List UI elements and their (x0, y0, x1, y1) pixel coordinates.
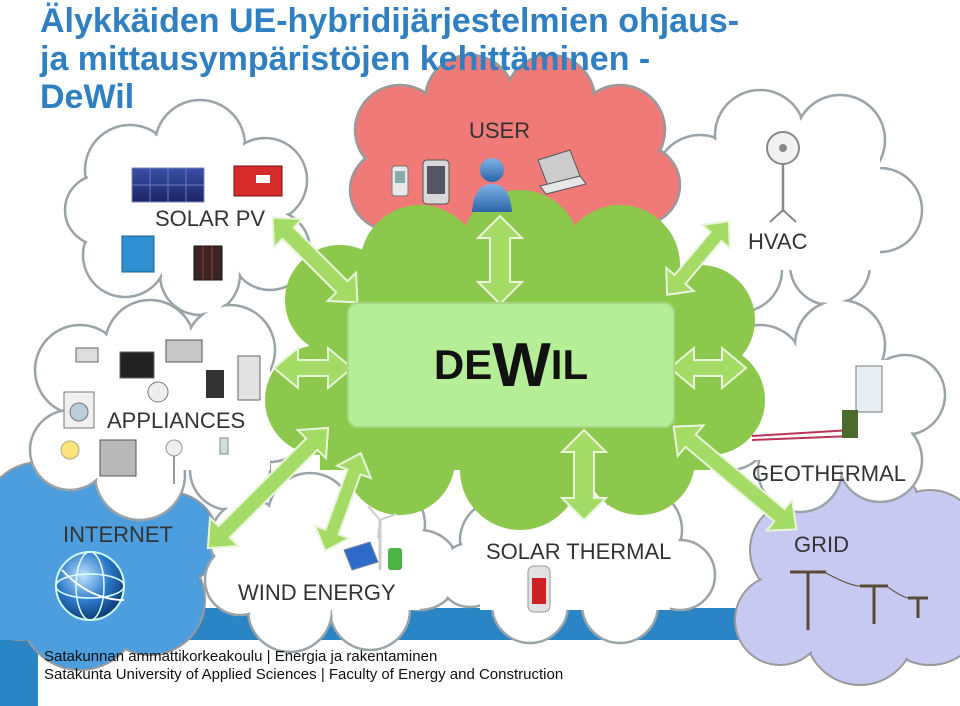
label-solar-thermal: SOLAR THERMAL (486, 539, 672, 564)
inverter-icon (233, 165, 283, 197)
green-battery-icon (388, 548, 402, 570)
power-line-icon (790, 570, 928, 630)
wind-turbine-icon (367, 505, 397, 570)
smoke-detector-icon (147, 381, 169, 403)
pda-icon (422, 159, 450, 205)
laptop-icon (537, 149, 587, 195)
phone-icon (391, 165, 409, 197)
globe-icon (55, 551, 125, 621)
user-icon (472, 158, 512, 212)
title-line-1: Älykkäiden UE-hybridijärjestelmien ohjau… (40, 2, 740, 40)
coffee-maker-icon (206, 370, 224, 398)
label-appliances: APPLIANCES (107, 408, 246, 433)
label-grid: GRID (794, 532, 849, 557)
footer-line-2: Satakunta University of Applied Sciences… (44, 666, 564, 683)
light-bulb-icon (60, 440, 80, 460)
stove-icon (99, 439, 137, 477)
title-line-3: DeWil (40, 78, 135, 116)
arrow-hvac (665, 220, 731, 296)
label-solar-pv: SOLAR PV (155, 206, 266, 231)
heat-pump-icon (751, 365, 883, 441)
logo-de: DE (433, 341, 493, 388)
label-wind-energy: WIND ENERGY (238, 580, 396, 605)
fan-icon (766, 131, 800, 223)
microwave-icon (165, 339, 203, 363)
dewil-box (347, 302, 675, 428)
label-internet: INTERNET (63, 522, 173, 547)
logo-w: W (492, 330, 551, 400)
footer-line-1: Satakunnan ammattikorkeakoulu | Energia … (44, 648, 438, 665)
label-user: USER (469, 118, 531, 143)
page-title: Älykkäiden UE-hybridijärjestelmien ohjau… (40, 2, 940, 116)
arrow-right (668, 345, 748, 391)
battery-icon (193, 245, 223, 281)
connection-arrows (272, 214, 748, 522)
diagonal-arrows (206, 216, 798, 553)
arrow-internet (206, 426, 330, 550)
monitor-icon (119, 351, 155, 379)
arrow-solar-thermal (559, 428, 609, 522)
remote-icon (219, 437, 229, 455)
charger-icon (121, 235, 155, 273)
small-solar-panel-icon (343, 541, 379, 571)
label-hvac: HVAC (748, 229, 808, 254)
title-line-2: ja mittausympäristöjen kehittäminen - (40, 40, 651, 78)
hot-water-tank-icon (527, 565, 551, 613)
appliance-icons (60, 339, 261, 484)
laptop-small-icon (75, 347, 99, 363)
arrow-user (475, 214, 525, 306)
arrow-wind (313, 451, 373, 553)
fridge-icon (237, 355, 261, 401)
solar-panel-icon (131, 167, 205, 203)
label-geothermal: GEOTHERMAL (752, 461, 907, 486)
logo-il: IL (550, 341, 589, 388)
arrow-grid (672, 424, 798, 532)
